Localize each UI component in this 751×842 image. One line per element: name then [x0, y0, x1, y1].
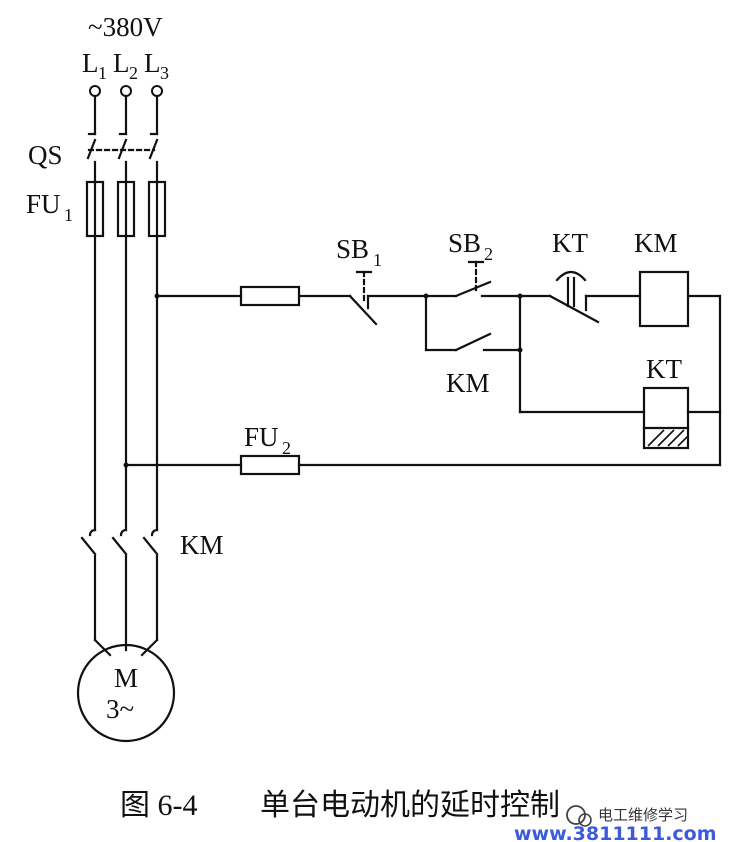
svg-text:L: L: [82, 48, 99, 78]
km-main-contacts: [80, 528, 159, 657]
kt-coil: [642, 386, 690, 450]
phase-label-l2: L 2: [113, 48, 138, 83]
km-coil: [638, 270, 690, 328]
kt-coil-label: KT: [646, 354, 682, 384]
motor-label-m: M: [114, 663, 138, 693]
control-rung-top: [155, 260, 722, 467]
svg-text:2: 2: [484, 244, 493, 264]
km-main-label: KM: [180, 530, 224, 560]
kt-coil-branch: [518, 386, 722, 450]
svg-text:3: 3: [160, 63, 169, 83]
svg-text:L: L: [144, 48, 161, 78]
svg-text:1: 1: [64, 205, 73, 225]
kt-coil-hatch: [647, 429, 689, 447]
km-holding-contact: [424, 294, 522, 414]
fu1-label: FU 1: [26, 189, 73, 225]
watermark-url: www.3811111.com: [514, 823, 717, 842]
watermark-text: 电工维修学习: [598, 806, 688, 824]
svg-text:SB: SB: [336, 234, 369, 264]
control-rung-bottom: [124, 454, 722, 476]
svg-text:L: L: [113, 48, 130, 78]
fu1-fuses: [85, 180, 167, 238]
svg-text:1: 1: [373, 250, 382, 270]
km-aux-label: KM: [446, 368, 490, 398]
svg-text:FU: FU: [244, 422, 279, 452]
fu2-fuse: [239, 454, 301, 476]
sb1-label: SB 1: [336, 234, 382, 270]
phase-label-l1: L 1: [82, 48, 107, 83]
control-fuse-top: [239, 285, 301, 307]
supply-terminals: [89, 85, 163, 97]
fu2-label: FU 2: [244, 422, 291, 458]
watermark-logo-icon: [566, 805, 586, 825]
qs-disconnect-switch: [86, 132, 159, 184]
sb2-label: SB 2: [448, 228, 493, 264]
motor-label-phase: 3~: [106, 694, 134, 724]
supply-voltage-label: ~380V: [88, 12, 163, 42]
phase-wires-lower: [93, 234, 159, 532]
figure-number: 图 6-4: [120, 789, 198, 822]
qs-label: QS: [28, 140, 63, 170]
watermark: 电工维修学习 www.3811111.com: [514, 805, 717, 842]
svg-text:2: 2: [129, 63, 138, 83]
km-coil-label: KM: [634, 228, 678, 258]
figure-title: 单台电动机的延时控制: [260, 789, 560, 822]
svg-text:1: 1: [98, 63, 107, 83]
svg-text:FU: FU: [26, 189, 61, 219]
motor-circle: [76, 643, 176, 743]
svg-text:2: 2: [282, 438, 291, 458]
kt-contact-label: KT: [552, 228, 588, 258]
phase-wires-upper: [93, 94, 159, 136]
svg-text:SB: SB: [448, 228, 481, 258]
phase-label-l3: L 3: [144, 48, 169, 83]
